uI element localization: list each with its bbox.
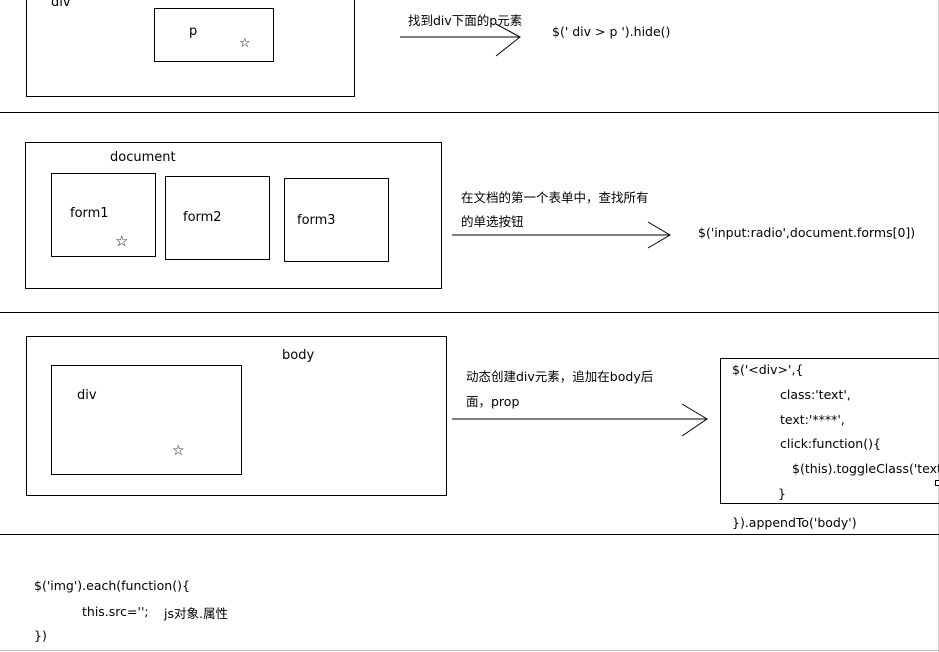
arrow-label-create-line1: 动态创建div元素，追加在body后 bbox=[466, 369, 654, 384]
body-label: body bbox=[282, 348, 315, 363]
document-label: document bbox=[110, 150, 176, 165]
arrow-right-icon bbox=[400, 23, 521, 57]
arrow-label-radio-line2: 的单选按钮 bbox=[461, 214, 524, 229]
inner-p-box bbox=[154, 8, 274, 62]
section-divider bbox=[0, 534, 939, 535]
code-line: } bbox=[778, 486, 786, 501]
code-line: $(this).toggleClass('text bbox=[792, 461, 939, 476]
code-each-line3: }) bbox=[34, 628, 47, 643]
bottom-edge bbox=[0, 650, 939, 651]
body-box bbox=[26, 336, 447, 496]
code-line: click:function(){ bbox=[780, 436, 881, 451]
arrow-right-icon bbox=[452, 221, 671, 249]
code-create-div-box bbox=[720, 358, 939, 504]
section-divider bbox=[0, 312, 939, 313]
code-line: text:'****', bbox=[780, 412, 845, 427]
div-box bbox=[51, 365, 242, 475]
code-each-note: js对象.属性 bbox=[164, 606, 228, 621]
code-each-line1: $('img').each(function(){ bbox=[34, 578, 190, 593]
form3-label: form3 bbox=[297, 213, 336, 228]
arrow-right-icon bbox=[452, 403, 708, 437]
form2-label: form2 bbox=[183, 210, 222, 225]
code-line: $('<div>',{ bbox=[732, 362, 804, 377]
star-icon: ☆ bbox=[239, 36, 251, 51]
form3-box bbox=[284, 178, 389, 262]
inner-p-label: p bbox=[189, 24, 198, 39]
code-append-to-body: }).appendTo('body') bbox=[732, 515, 857, 530]
code-line: class:'text', bbox=[780, 387, 851, 402]
star-icon: ☆ bbox=[172, 443, 185, 459]
form1-box bbox=[51, 173, 156, 257]
arrow-label-radio-line1: 在文档的第一个表单中，查找所有 bbox=[461, 190, 649, 205]
code-hide-p: $(' div > p ').hide() bbox=[552, 24, 671, 39]
star-icon: ☆ bbox=[115, 232, 129, 250]
form1-label: form1 bbox=[70, 206, 109, 221]
div-label: div bbox=[77, 388, 97, 403]
resize-handle-icon bbox=[935, 480, 939, 486]
document-box bbox=[25, 142, 442, 289]
outer-div-box bbox=[26, 0, 355, 97]
arrow-label-find-p: 找到div下面的p元素 bbox=[408, 13, 523, 28]
arrow-label-create-line2: 面，prop bbox=[466, 394, 520, 409]
form2-box bbox=[165, 176, 270, 260]
code-each-line2: this.src=''; bbox=[82, 604, 149, 619]
outer-div-label: div bbox=[51, 0, 71, 10]
code-radio-selector: $('input:radio',document.forms[0]) bbox=[698, 225, 916, 240]
section-divider bbox=[0, 112, 939, 113]
